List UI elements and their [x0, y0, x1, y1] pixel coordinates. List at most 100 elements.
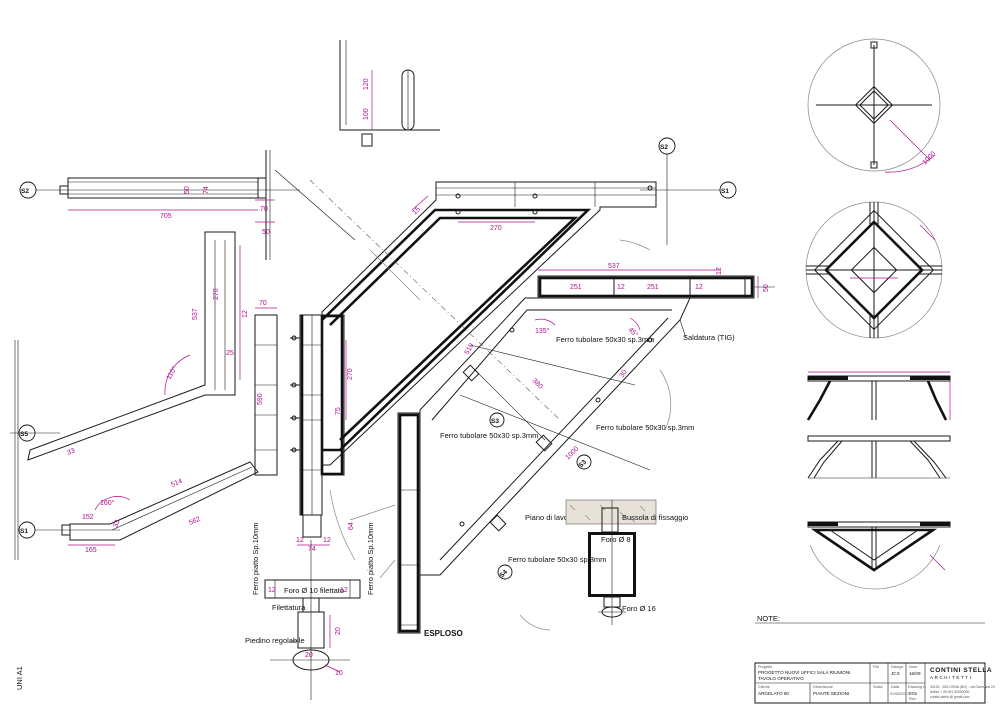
dim-50-top: 50 [184, 186, 191, 194]
beam-elevation-top-left: S2 705 50 74 70 50 [19, 150, 356, 260]
section-label-s2-top: S2 [660, 144, 668, 151]
tb-firm-name: CONTINI STELLA [930, 667, 992, 674]
section-marker-s3-lower [576, 454, 592, 470]
dim-20-foot-b: 20 [305, 652, 313, 659]
label-esploso: ESPLOSO [424, 629, 463, 638]
dim-12-bl: 12 [296, 537, 304, 544]
tb-num-label: Num. [909, 665, 918, 669]
label-piedino: Piedino regolabile [245, 636, 305, 645]
notes-heading: NOTE: [757, 614, 780, 623]
dim-30: 30 [619, 369, 629, 379]
dim-74-bottom: 74 [308, 546, 316, 553]
dim-12-foot-l: 12 [268, 587, 276, 594]
dim-70-vert: 70 [259, 300, 267, 307]
label-foro-16: Foro Ø 16 [622, 604, 656, 613]
dim-251-a: 251 [570, 284, 582, 291]
tb-firm-subtitle: ARCHITETTI [930, 675, 973, 680]
fixing-bush-section: Bussola di fissaggio Foro Ø 8 Foro Ø 16 [565, 499, 688, 625]
tb-drawing-label: Drawing n. [908, 685, 926, 689]
label-foro-8: Foro Ø 8 [601, 535, 631, 544]
notes-area: NOTE: [755, 614, 985, 624]
paper-format: UNI A1 [15, 666, 24, 690]
dim-12-beam-top: 12 [716, 267, 723, 275]
dim-1000-plan: 1000 [921, 150, 937, 166]
label-piano-lavoro: Piano di lavoro [525, 513, 575, 522]
section-label-s5: S5 [20, 431, 28, 438]
tb-date: 01/08/2017 [890, 692, 909, 696]
dim-12-foot-r: 12 [340, 587, 348, 594]
dim-25-leg: 25 [226, 350, 234, 357]
dim-537-beam: 537 [608, 263, 620, 270]
dim-33-s5: 33 [66, 448, 76, 457]
dim-20-foot: 20 [335, 627, 342, 635]
adjustable-foot-detail: 12 12 Foro Ø 10 filettato Ferro piatto S… [245, 522, 375, 700]
tb-rev-label: Rev. [909, 697, 917, 701]
section-marker-s3-upper [489, 412, 505, 428]
label-ferro-tubolare-2: Ferro tubolare 50x30 sp.3mm [440, 431, 538, 440]
section-label-s2-left: S2 [21, 188, 29, 195]
section-marker-s4 [497, 564, 513, 580]
tb-date-label: Data [891, 685, 900, 689]
dim-50-beam: 50 [763, 284, 770, 292]
tb-drawn-label: Disegn. [891, 665, 904, 669]
tb-firm-address: 40126 - BOLOGNA (BO) - via Guerrazzi 24 [930, 685, 995, 689]
dim-70-top: 70 [260, 206, 268, 213]
dim-64: 64 [348, 522, 355, 530]
tb-drawn: JCS [891, 671, 900, 676]
label-ferro-piatto-right: Ferro piatto Sp.10mm [366, 522, 375, 595]
title-block: Progetto PROGETTO NUOVI UFFICI SALA RIUN… [754, 662, 995, 704]
detail-section-small: 120 100 [339, 40, 440, 147]
plan-view-top: 1000 [807, 38, 941, 173]
elevation-front [806, 371, 951, 421]
dim-15-main: 15 [411, 206, 422, 217]
label-ferro-tubolare-3: Ferro tubolare 50x30 sp.3mm [596, 423, 694, 432]
label-bussola: Bussola di fissaggio [622, 513, 688, 522]
main-frame-plan: 270 15 S2 S1 [309, 137, 737, 466]
label-ferro-tubolare-1: Ferro tubolare 50x30 sp.3mm [556, 335, 654, 344]
tb-scale-label: Scala [873, 685, 883, 689]
vertical-beam-section: 70 12 590 270 75 64 12 74 12 [242, 300, 355, 553]
elevation-side [807, 435, 951, 479]
label-saldatura: Saldatura (TIG) [683, 333, 735, 342]
elevation-diagonal [807, 521, 951, 590]
label-ferro-piatto-left: Ferro piatto Sp.10mm [251, 522, 260, 595]
dim-510: 510 [464, 342, 476, 356]
tb-description: PIANTE SEZIONI [813, 691, 849, 696]
leg-elevation-s1: S1 165 152 160° 514 562 33 [18, 461, 259, 554]
dim-50-side: 50 [262, 229, 270, 236]
dim-12-vert: 12 [242, 310, 249, 318]
tb-drawing: E01 [909, 691, 918, 696]
dim-10-foot: 10 [335, 670, 343, 677]
exploded-profile: ESPLOSO [397, 412, 463, 638]
plan-view-middle [805, 201, 943, 339]
angle-135: 135° [535, 327, 550, 335]
tb-firm-phone: tel/fax + 39 051 00000000 [930, 690, 969, 694]
tb-project-label: Progetto [758, 665, 772, 669]
label-ferro-tubolare-4: Ferro tubolare 50x30 sp.3mm [508, 555, 606, 564]
tb-description-label: Descrizione [813, 685, 833, 689]
section-label-s3-upper: S3 [491, 418, 499, 425]
dim-152: 152 [82, 514, 94, 521]
tb-firm-email: contini.stella @ gmail.com [930, 695, 970, 699]
dim-75: 75 [335, 407, 342, 415]
angle-160: 160° [100, 499, 115, 507]
dim-12-beam-end: 12 [695, 284, 703, 291]
section-label-s1-right: S1 [721, 188, 729, 195]
dim-270-main: 270 [490, 225, 502, 232]
horizontal-beam-537: 537 12 251 12 251 12 50 [537, 263, 775, 299]
dim-705: 705 [160, 213, 172, 220]
dim-380: 380 [531, 377, 544, 390]
section-label-s4: S4 [498, 569, 509, 580]
dim-270-vert: 270 [347, 368, 354, 380]
tb-num: 16/09 [909, 671, 921, 676]
dim-270-leg: 270 [213, 288, 220, 300]
dim-537-leg: 537 [192, 308, 199, 320]
dim-12-br: 12 [323, 537, 331, 544]
leg-elevation-s5: S5 270 537 25 110° 33 [10, 231, 241, 461]
dim-12-beam-mid: 12 [617, 284, 625, 291]
dim-165: 165 [85, 547, 97, 554]
tb-project-line2: TAVOLO OPERATIVO [758, 676, 804, 681]
dim-33-s1: 33 [112, 519, 121, 529]
dim-120: 120 [363, 78, 370, 90]
